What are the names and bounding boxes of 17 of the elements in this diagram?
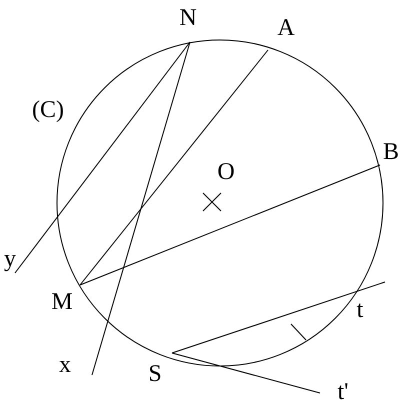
line-segment [80, 164, 380, 286]
line-segment [172, 282, 386, 354]
point-label: t' [338, 380, 348, 404]
line-segment [92, 42, 190, 376]
point-label: x [59, 353, 71, 377]
line-segment [172, 352, 320, 394]
line-segment [14, 42, 190, 274]
line-segment [80, 50, 268, 286]
center-label: O [217, 160, 235, 184]
point-label: y [4, 247, 16, 271]
circle-label: (C) [32, 98, 64, 122]
point-label: t [356, 298, 364, 322]
point-label: S [148, 362, 162, 386]
point-label: A [277, 16, 295, 40]
point-label: N [179, 6, 197, 30]
point-label: B [383, 140, 399, 164]
point-label: M [51, 290, 73, 314]
